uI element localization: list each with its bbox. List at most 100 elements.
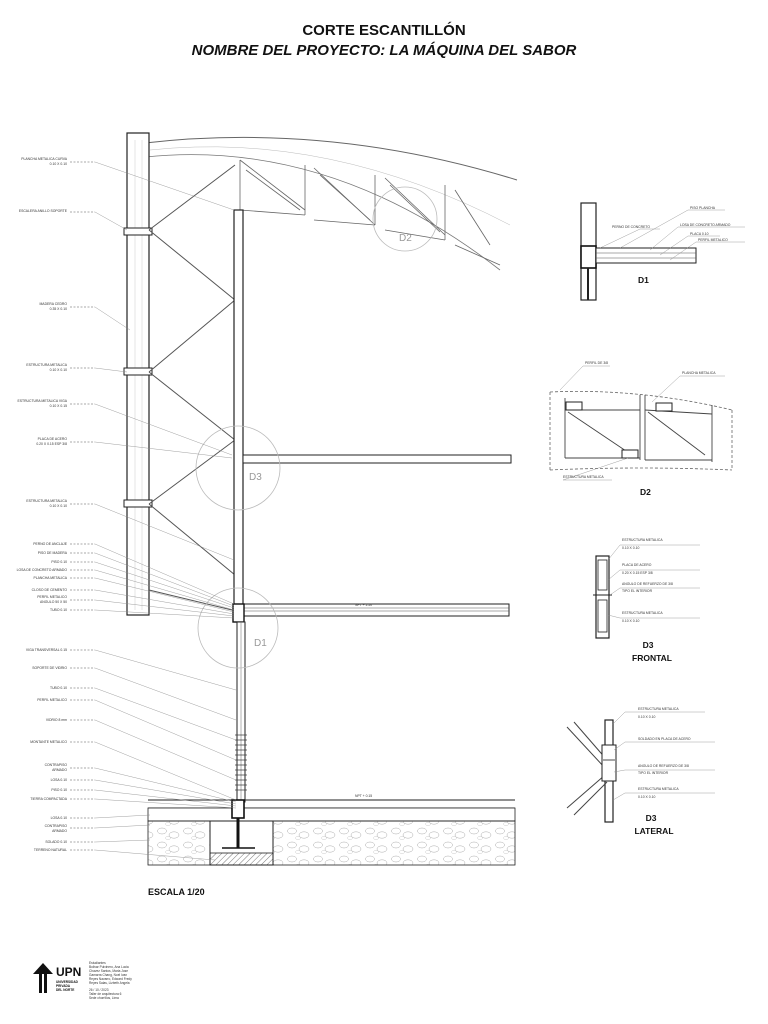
d1-note: PISO PLANCHA (690, 206, 716, 210)
d3f-note: ESTRUCTURA METALICA (622, 611, 663, 615)
mezzanine-slab (243, 603, 510, 617)
label: CONTRAPISO (45, 824, 68, 828)
label: SOLADO 0.10 (45, 840, 67, 844)
d1-note: LOSA DE CONCRETO ARMADO (680, 223, 731, 227)
d3l-label: D3 (646, 813, 657, 823)
main-section: D2 D3 D1 NPT + 2.50 NPT + 0.15 (17, 132, 518, 866)
label: LOSA 0.10 (51, 778, 68, 782)
d3f-note: 0.20 X 0.15 ESP 3/8 (622, 571, 653, 575)
detail-d3-lateral: ESTRUCTURA METALICA 0.10 X 0.10 SOLDADO … (566, 707, 715, 836)
label: TIERRA COMPACTADA (30, 797, 67, 801)
d3f-note: TIPO EL INTERIOR (622, 589, 653, 593)
student-name: Chavez Santos, Maria Jose (89, 968, 128, 973)
detail-d1: PERNO DE CONCRETO PISO PLANCHA LOSA DE C… (580, 202, 745, 301)
label: LOSA DE CONCRETO ARMADO (17, 568, 68, 572)
slab-level-upper: NPT + 2.50 (355, 603, 372, 607)
d3l-sublabel: LATERAL (634, 826, 673, 836)
label: ESTRUCTURA METALICA VIGA (18, 399, 68, 403)
d2-label: D2 (640, 487, 651, 497)
label: TUBO 0.10 (50, 608, 67, 612)
student-name: Reyes Navarro, Edward Fredy (89, 976, 132, 981)
label: ARMADO (52, 829, 67, 833)
upn-logo: UPN UNIVERSIDAD PRIVADA DEL NORTE (32, 962, 84, 998)
d1-note: PLACA 0.10 (690, 232, 709, 236)
d2-note: PLANCHA METALICA (682, 371, 716, 375)
label: PISO 0.10 (51, 788, 67, 792)
d3f-sublabel: FRONTAL (632, 653, 672, 663)
d1-marker: D1 (254, 638, 267, 649)
label: LOSA 0.10 (51, 816, 68, 820)
scale-label: ESCALA 1/20 (148, 887, 205, 897)
label: PISO DE MADERA (38, 551, 68, 555)
left-leaders (70, 161, 95, 851)
label: SOPORTE DE VIDRIO (32, 666, 67, 670)
date: 26 / 10 / 2023 (89, 988, 109, 993)
d3l-note: ESTRUCTURA METALICA (638, 787, 679, 791)
label: MADERA CEDRO (39, 302, 67, 306)
project-name: NOMBRE DEL PROYECTO: LA MÁQUINA DEL SABO… (191, 42, 577, 59)
label: CLOSO DE CEMENTO (32, 588, 68, 592)
d3l-note: 0.10 X 0.10 (638, 795, 655, 799)
label: TUBO 0.10 (50, 686, 67, 690)
label: 0.10 X 0.10 (50, 162, 67, 166)
label: PLACA DE ACERO (38, 437, 68, 441)
d1-note: PERNO DE CONCRETO (612, 225, 650, 229)
left-label-group: PLANCHA METALICA CURVA 0.10 X 0.10 ESCAL… (17, 157, 68, 852)
d1-note: PERFIL METALICO (698, 238, 728, 242)
label: PLANCHA METALICA CURVA (21, 157, 68, 161)
students-heading: Estudiantes (89, 961, 106, 965)
label: VIDRIO 8 mm (46, 718, 67, 722)
slab-level-lower: NPT + 0.15 (355, 794, 372, 798)
student-name: Bolivar Pulvinero, Ana Lucia (89, 964, 129, 969)
university-name: UNIVERSIDAD PRIVADA DEL NORTE (56, 980, 78, 992)
label: TERRENO NATURAL (34, 848, 67, 852)
detail-d2: PERFIL DE 3/8 PLANCHA METALICA ESTRUCTUR… (549, 361, 733, 497)
drawing-title: CORTE ESCANTILLÓN (302, 22, 466, 39)
upn-arrow-icon (33, 963, 53, 993)
roof-truss (239, 159, 501, 266)
label: 0.10 X 0.15 (50, 404, 67, 408)
label: PERFIL METALICO (37, 698, 67, 702)
steel-beam (242, 454, 512, 464)
label: CONTRAPISO (45, 763, 68, 767)
label: 0.35 X 0.10 (50, 307, 67, 311)
credits-block: Estudiantes Bolivar Pulvinero, Ana Lucia… (89, 961, 169, 1001)
d3l-note: SOLDADO EN PLACA DE ACERO (638, 737, 691, 741)
detail-d3-frontal: ESTRUCTURA METALICA 0.10 X 0.10 PLACA DE… (593, 538, 700, 663)
label: ESTRUCTURA METALICA (26, 363, 67, 367)
d1-label: D1 (638, 275, 649, 285)
soil-fill (147, 820, 211, 866)
d3l-note: ESTRUCTURA METALICA (638, 707, 679, 711)
label: ESTRUCTURA METALICA (26, 499, 67, 503)
label: ARMADO (52, 768, 67, 772)
d3f-note: 0.10 X 0.10 (622, 546, 639, 550)
d3f-note: ANGULO DE REFUERZO DE 3/8 (622, 582, 673, 586)
label: PERFIL METALICO (37, 595, 67, 599)
d3l-note: 0.10 X 0.10 (638, 715, 655, 719)
label: 0.10 X 0.10 (50, 368, 67, 372)
label: VIGA TRANSVERSAL 0.15 (26, 648, 67, 652)
d3f-note: PLACA DE ACERO (622, 563, 652, 567)
d3l-note: TIPO EL INTERIOR (638, 771, 669, 775)
steel-mullion (233, 209, 244, 609)
leader-lines (94, 161, 237, 861)
d3l-note: ANGULO DE REFUERZO DE 3/8 (638, 764, 689, 768)
d3f-note: ESTRUCTURA METALICA (622, 538, 663, 542)
label: 0.10 X 0.10 (50, 504, 67, 508)
student-name: Gamarra Chang, Noel Ivan (89, 972, 128, 977)
label: 0.20 X 0.15 ESP 3/8 (36, 442, 67, 446)
label: ESCALERA ANILLO SOPORTE (19, 209, 68, 213)
roof-curve-top (144, 136, 518, 181)
course: Taller de arquitectura 6 (89, 992, 122, 997)
label: ANGULO 50 X 50 (40, 600, 67, 604)
logo-text: UPN (56, 965, 82, 979)
d3f-note: 0.10 X 0.10 (622, 619, 639, 623)
student-name: Reyes Salas, Lizbeth Angela (89, 980, 130, 985)
label: PISO 0.10 (51, 560, 67, 564)
d3f-label: D3 (643, 640, 654, 650)
d2-note: ESTRUCTURA METALICA (563, 475, 604, 479)
campus: Sede chorrillos, Lima (89, 996, 119, 1001)
roof-curve-bottom (144, 154, 501, 271)
label: PERNO DE ANCLAJE (33, 542, 67, 546)
lateral-truss (148, 164, 236, 611)
